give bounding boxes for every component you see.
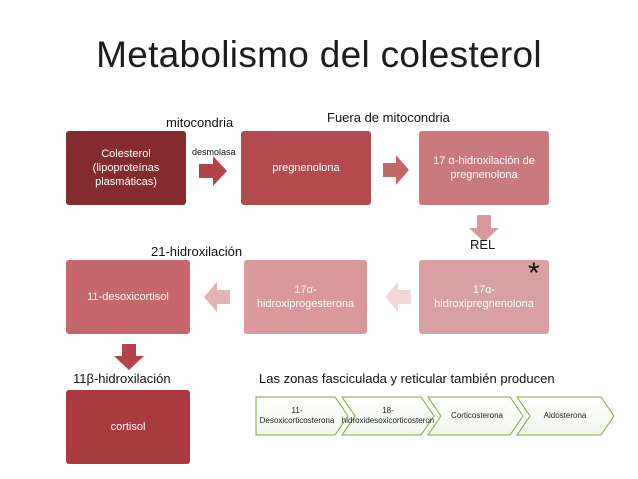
- chevron-4: [516, 396, 615, 436]
- box-pregnenolona: pregnenolona: [241, 131, 371, 205]
- arrow-down-icon: [469, 215, 499, 242]
- box-17-alfa-hidroxiprogesterona: 17α-hidroxiprogesterona: [244, 260, 367, 334]
- chevron-label-3: Corticosterona: [450, 411, 504, 420]
- label-fuera-mitocondria: Fuera de mitocondria: [327, 110, 450, 125]
- arrow-left-icon: [385, 282, 411, 312]
- chevron-label-4: Aldosterona: [543, 411, 587, 420]
- box-colesterol: Colesterol (lipoproteínas plasmáticas): [66, 131, 186, 205]
- label-rel: REL: [470, 237, 496, 252]
- chevron-label-1: 11-Desoxicorticosterona: [259, 406, 335, 425]
- chevron-3: [427, 396, 524, 436]
- chevron-2: [341, 396, 435, 436]
- box-17-alfa-hidroxilacion: 17 α-hidroxilación de pregnenolona: [419, 131, 549, 205]
- page-title: Metabolismo del colesterol: [96, 34, 542, 75]
- asterisk-mark: *: [528, 257, 540, 290]
- box-11-desoxicortisol: 11-desoxicortisol: [66, 260, 190, 334]
- label-21-hidroxilacion: 21-hidroxilación: [151, 244, 243, 259]
- chevron-1: [255, 396, 349, 436]
- label-11b-hidroxilacion: 11β-hidroxilación: [73, 371, 171, 386]
- label-mitocondria: mitocondria: [166, 115, 234, 130]
- arrow-left-icon: [204, 282, 230, 312]
- arrow-down-icon: [114, 344, 144, 370]
- box-17-alfa-hidroxipregnenolona: 17α-hidroxipregnenolona: [419, 260, 549, 334]
- label-desmolasa: desmolasa: [192, 147, 236, 157]
- label-zonas: Las zonas fasciculada y reticular tambié…: [259, 371, 555, 386]
- box-cortisol: cortisol: [66, 390, 190, 464]
- arrow-right-icon: [383, 155, 409, 185]
- arrow-right-icon: [199, 156, 227, 186]
- chevron-process: 11-Desoxicorticosterona 18-hidroxidesoxi…: [255, 396, 615, 436]
- chevron-label-2: 18-hidroxidesoxicorticosteron: [341, 406, 435, 425]
